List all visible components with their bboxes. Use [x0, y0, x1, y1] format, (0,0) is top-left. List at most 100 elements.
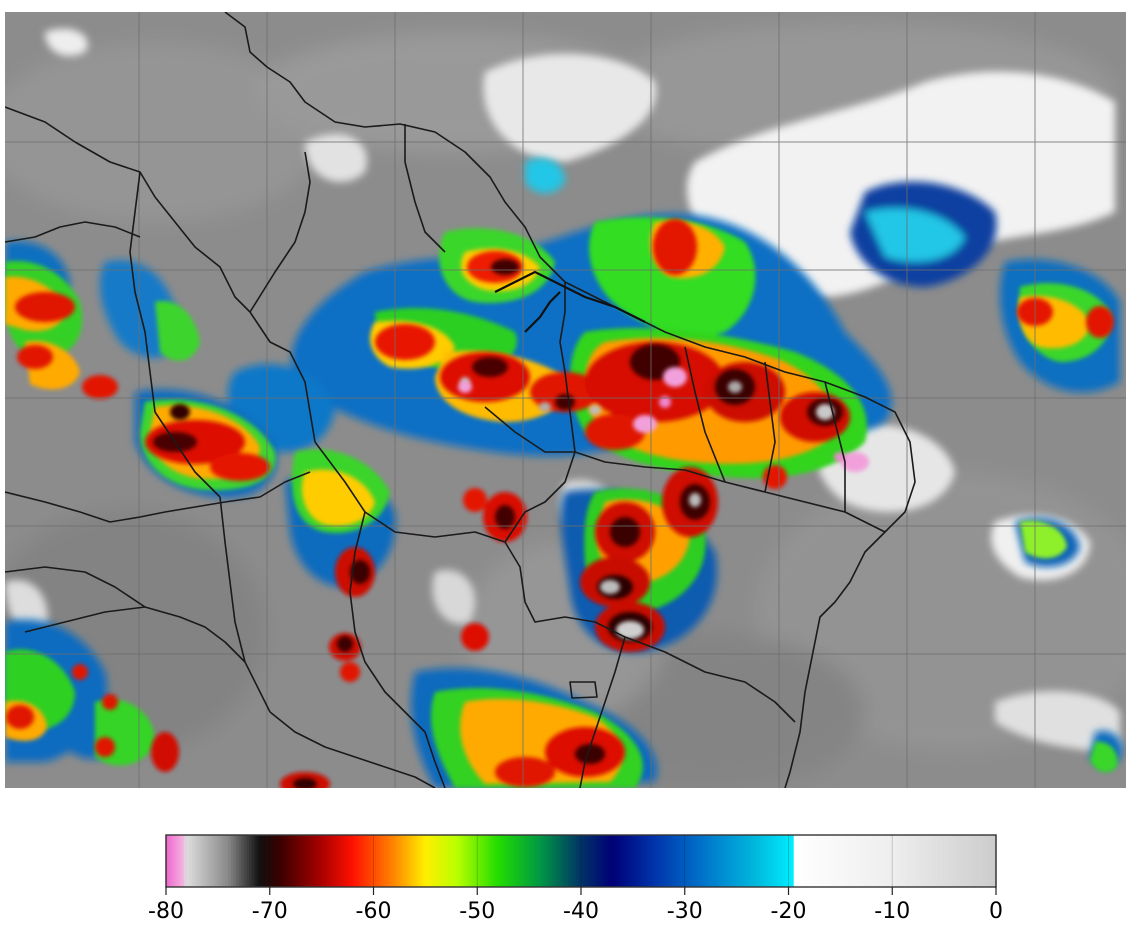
colorbar-segment [217, 835, 222, 887]
colorbar-segment [949, 835, 953, 887]
colorbar-segment [523, 835, 528, 887]
colorbar-tick-label: -60 [356, 899, 392, 924]
colorbar-segment [308, 835, 312, 887]
colorbar-segment [342, 835, 346, 887]
colorbar-segment [417, 835, 421, 887]
colorbar-segment [534, 835, 538, 887]
colorbar-segment [656, 835, 660, 887]
colorbar-segment [651, 835, 655, 887]
colorbar-segment [975, 835, 979, 887]
colorbar-segment [879, 835, 883, 887]
colorbar-segment [264, 835, 268, 887]
colorbar-segment [993, 835, 997, 887]
border-inner-17 [484, 406, 575, 453]
colorbar-segment [601, 835, 605, 887]
colorbar-tick-label: 0 [989, 899, 1003, 924]
colorbar-segment [946, 835, 950, 887]
colorbar-segment [700, 835, 704, 887]
colorbar-segment [347, 835, 351, 887]
colorbar-segment [721, 835, 725, 887]
colorbar-segment [339, 835, 343, 887]
colorbar-segment [446, 835, 450, 887]
colorbar-segment [586, 835, 590, 887]
colorbar-segment [858, 835, 862, 887]
colorbar-segment [557, 835, 561, 887]
colorbar-segment [793, 835, 797, 887]
colorbar-segment [832, 835, 836, 887]
colorbar-segment [422, 835, 426, 887]
colorbar-segment [409, 835, 413, 887]
colorbar-segment [402, 835, 406, 887]
colorbar-segment [295, 835, 299, 887]
colorbar-segment [739, 835, 743, 887]
colorbar-segment [687, 835, 691, 887]
colorbar-segment [827, 835, 831, 887]
colorbar-segment [612, 835, 616, 887]
colorbar-segment [889, 835, 893, 887]
colorbar-segment [936, 835, 940, 887]
colorbar-segment [666, 835, 670, 887]
colorbar-segment [420, 835, 424, 887]
colorbar-segment [845, 835, 849, 887]
colorbar-segment [723, 835, 727, 887]
colorbar-segment [653, 835, 657, 887]
colorbar-segment [835, 835, 839, 887]
colorbar-segment [824, 835, 828, 887]
colorbar-segment [840, 835, 844, 887]
colorbar-segment [461, 835, 465, 887]
colorbar-segment [900, 835, 904, 887]
colorbar-segment [389, 835, 393, 887]
colorbar-segment [191, 835, 196, 887]
colorbar-segment [619, 835, 624, 887]
colorbar-segment [661, 835, 665, 887]
colorbar-segment [744, 835, 748, 887]
colorbar-segment [415, 835, 419, 887]
colorbar-segment [204, 835, 209, 887]
colorbar-segment [638, 835, 642, 887]
border-inner-18 [5, 566, 146, 608]
colorbar-segment [238, 835, 242, 887]
colorbar-segment [674, 835, 678, 887]
colorbar-segment [708, 835, 712, 887]
colorbar-segment [819, 835, 823, 887]
colorbar-segment [625, 835, 629, 887]
colorbar-segment [293, 835, 297, 887]
colorbar-segment [350, 835, 354, 887]
colorbar-segment [959, 835, 963, 887]
colorbar-segment [171, 835, 175, 887]
colorbar-segment [632, 835, 637, 887]
colorbar-segment [923, 835, 927, 887]
colorbar-segment [357, 835, 362, 887]
colorbar-tick-label: -10 [874, 899, 910, 924]
colorbar-tick-label: -30 [667, 899, 703, 924]
colorbar-segment [220, 835, 224, 887]
colorbar-segment [269, 835, 273, 887]
border-inner-12 [219, 496, 246, 663]
colorbar-segment [536, 835, 541, 887]
colorbar-segment [290, 835, 294, 887]
colorbar-segment [941, 835, 945, 887]
colorbar-segment [516, 835, 520, 887]
colorbar-segment [313, 835, 318, 887]
colorbar-segment [710, 835, 714, 887]
colorbar-segment [363, 835, 367, 887]
colorbar-segment [194, 835, 198, 887]
colorbar-segment [767, 835, 771, 887]
colorbar-segment [173, 835, 177, 887]
colorbar-segment [259, 835, 263, 887]
colorbar-segment [207, 835, 211, 887]
colorbar-segment [243, 835, 247, 887]
colorbar-segment [770, 835, 774, 887]
colorbar-segment [249, 835, 253, 887]
colorbar-segment [300, 835, 305, 887]
colorbar-segment [529, 835, 533, 887]
colorbar-segment [990, 835, 994, 887]
colorbar-segment [938, 835, 943, 887]
colorbar-segment [679, 835, 683, 887]
colorbar-segment [373, 835, 377, 887]
colorbar-segment [702, 835, 707, 887]
border-west-2 [5, 221, 141, 243]
colorbar-segment [376, 835, 380, 887]
colorbar-segment [604, 835, 608, 887]
colorbar-segment [565, 835, 569, 887]
